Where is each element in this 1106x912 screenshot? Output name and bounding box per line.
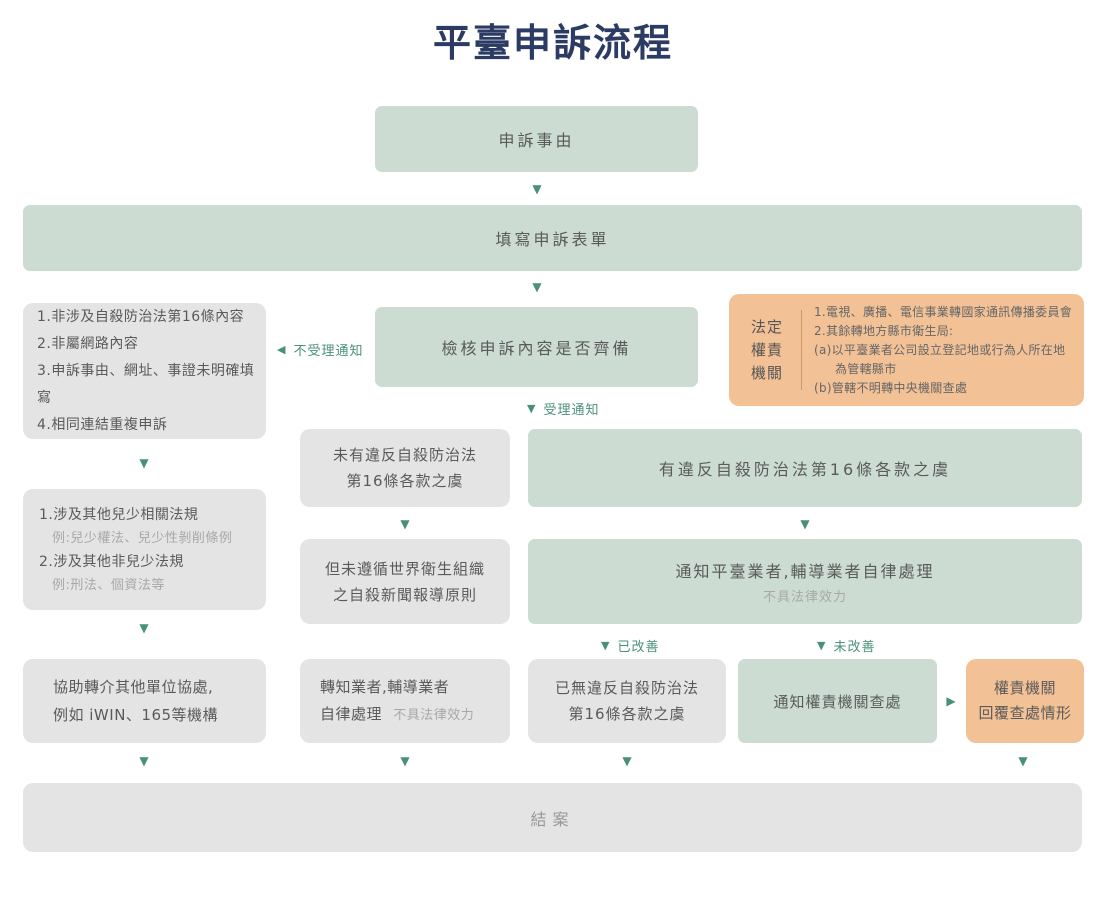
down-arrow-icon: ▼ xyxy=(1018,754,1028,768)
node-who-guideline: 但未遵循世界衛生組織 之自殺新聞報導原則 xyxy=(300,539,510,624)
legal-authority-line: 2.其餘轉地方縣市衛生局: xyxy=(814,323,954,338)
node-check-content: 檢核申訴內容是否齊備 xyxy=(375,307,698,387)
label-not-improved: ▼ 未改善 xyxy=(817,636,875,655)
down-arrow-icon: ▼ xyxy=(139,754,149,768)
down-arrow-icon: ▼ xyxy=(400,754,410,768)
node-no-more-violation: 已無違反自殺防治法 第16條各款之虞 xyxy=(528,659,726,743)
label-accept-notice-text: 受理通知 xyxy=(543,403,600,418)
label-reject-notice: ◀ 不受理通知 xyxy=(277,340,363,359)
legal-authority-title-line: 法定 xyxy=(750,317,783,336)
node-violation: 有違反自殺防治法第16條各款之虞 xyxy=(528,429,1082,507)
legal-authority-line: (b)管轄不明轉中央機關查處 xyxy=(814,380,968,395)
down-arrow-icon: ▼ xyxy=(601,639,611,652)
node-no-violation-line: 第16條各款之虞 xyxy=(346,472,464,490)
down-arrow-icon: ▼ xyxy=(400,517,410,531)
node-close-case-label: 結案 xyxy=(530,809,575,829)
label-reject-notice-text: 不受理通知 xyxy=(293,344,364,359)
node-violation-label: 有違反自殺防治法第16條各款之虞 xyxy=(658,460,952,479)
reject-reason-line: 1.非涉及自殺防治法第16條內容 xyxy=(37,308,245,325)
node-notify-platform: 通知平臺業者,輔導業者自律處理 不具法律效力 xyxy=(528,539,1082,624)
down-arrow-icon: ▼ xyxy=(139,456,149,470)
node-inform-business-line2-sub: 不具法律效力 xyxy=(393,707,475,723)
label-improved: ▼ 已改善 xyxy=(601,636,659,655)
legal-authority-title-line: 機關 xyxy=(750,363,783,382)
node-close-case: 結案 xyxy=(23,783,1082,852)
node-check-content-label: 檢核申訴內容是否齊備 xyxy=(441,339,632,358)
vertical-divider xyxy=(801,310,802,390)
node-refer-other-line: 協助轉介其他單位協處, xyxy=(53,678,214,696)
legal-authority-title: 法定 權責 機關 xyxy=(743,316,791,385)
other-laws-item: 1.涉及其他兒少相關法規 xyxy=(39,506,199,523)
node-who-guideline-line: 之自殺新聞報導原則 xyxy=(332,585,477,604)
node-notify-authority: 通知權責機關查處 xyxy=(738,659,937,743)
legal-authority-title-line: 權責 xyxy=(750,340,783,359)
legal-authority-list: 1.電視、廣播、電信事業轉國家通訊傳播委員會 2.其餘轉地方縣市衛生局: (a)… xyxy=(814,303,1072,398)
right-arrow-icon: ▶ xyxy=(946,694,956,708)
node-fill-form-label: 填寫申訴表單 xyxy=(495,230,610,249)
label-accept-notice: ▼ 受理通知 xyxy=(527,399,599,418)
node-inform-business: 轉知業者,輔導業者 自律處理 不具法律效力 xyxy=(300,659,510,743)
down-arrow-icon: ▼ xyxy=(800,517,810,531)
node-notify-platform-main: 通知平臺業者,輔導業者自律處理 xyxy=(675,562,935,581)
down-arrow-icon: ▼ xyxy=(622,754,632,768)
node-authority-reply-line: 回覆查處情形 xyxy=(978,704,1072,722)
legal-authority-line: 1.電視、廣播、電信事業轉國家通訊傳播委員會 xyxy=(814,304,1073,319)
node-other-laws: 1.涉及其他兒少相關法規 例:兒少權法、兒少性剝削條例 2.涉及其他非兒少法規 … xyxy=(23,489,266,610)
left-arrow-icon: ◀ xyxy=(277,343,287,356)
node-refer-other: 協助轉介其他單位協處, 例如 iWIN、165等機構 xyxy=(23,659,266,743)
node-fill-form: 填寫申訴表單 xyxy=(23,205,1082,271)
down-arrow-icon: ▼ xyxy=(139,621,149,635)
node-legal-authority: 法定 權責 機關 1.電視、廣播、電信事業轉國家通訊傳播委員會 2.其餘轉地方縣… xyxy=(729,294,1084,406)
node-who-guideline-line: 但未遵循世界衛生組織 xyxy=(324,559,485,578)
reject-reason-line: 2.非屬網路內容 xyxy=(37,335,139,352)
other-laws-example: 例:刑法、個資法等 xyxy=(52,577,165,593)
node-no-more-violation-line: 已無違反自殺防治法 xyxy=(554,679,699,697)
label-not-improved-text: 未改善 xyxy=(833,640,876,655)
legal-authority-line: (a)以平臺業者公司設立登記地或行為人所在地 xyxy=(814,342,1066,357)
down-arrow-icon: ▼ xyxy=(527,402,537,415)
legal-authority-line: 為管轄縣市 xyxy=(835,361,897,376)
node-refer-other-line: 例如 iWIN、165等機構 xyxy=(53,706,219,724)
node-authority-reply-line: 權責機關 xyxy=(993,679,1056,697)
label-improved-text: 已改善 xyxy=(617,640,660,655)
down-arrow-icon: ▼ xyxy=(817,639,827,652)
node-no-more-violation-line: 第16條各款之虞 xyxy=(568,705,686,723)
node-inform-business-line2: 自律處理 xyxy=(320,704,383,723)
page-title: 平臺申訴流程 xyxy=(432,21,673,65)
node-complaint-reason-label: 申訴事由 xyxy=(498,131,575,150)
other-laws-item: 2.涉及其他非兒少法規 xyxy=(39,553,184,570)
other-laws-example: 例:兒少權法、兒少性剝削條例 xyxy=(52,530,233,546)
node-inform-business-line: 自律處理 不具法律效力 xyxy=(320,701,474,729)
down-arrow-icon: ▼ xyxy=(532,182,542,196)
node-authority-reply: 權責機關 回覆查處情形 xyxy=(966,659,1084,743)
node-reject-reasons: 1.非涉及自殺防治法第16條內容 2.非屬網路內容 3.申訴事由、網址、事證未明… xyxy=(23,303,266,439)
reject-reason-line: 4.相同連結重複申訴 xyxy=(37,416,168,433)
node-notify-platform-sub: 不具法律效力 xyxy=(762,590,847,605)
node-no-violation: 未有違反自殺防治法 第16條各款之虞 xyxy=(300,429,510,507)
down-arrow-icon: ▼ xyxy=(532,280,542,294)
node-notify-authority-label: 通知權責機關查處 xyxy=(773,692,902,711)
node-no-violation-line: 未有違反自殺防治法 xyxy=(332,446,477,464)
node-complaint-reason: 申訴事由 xyxy=(375,106,698,172)
reject-reason-line: 3.申訴事由、網址、事證未明確填寫 xyxy=(37,362,255,406)
node-inform-business-line: 轉知業者,輔導業者 xyxy=(320,677,450,696)
